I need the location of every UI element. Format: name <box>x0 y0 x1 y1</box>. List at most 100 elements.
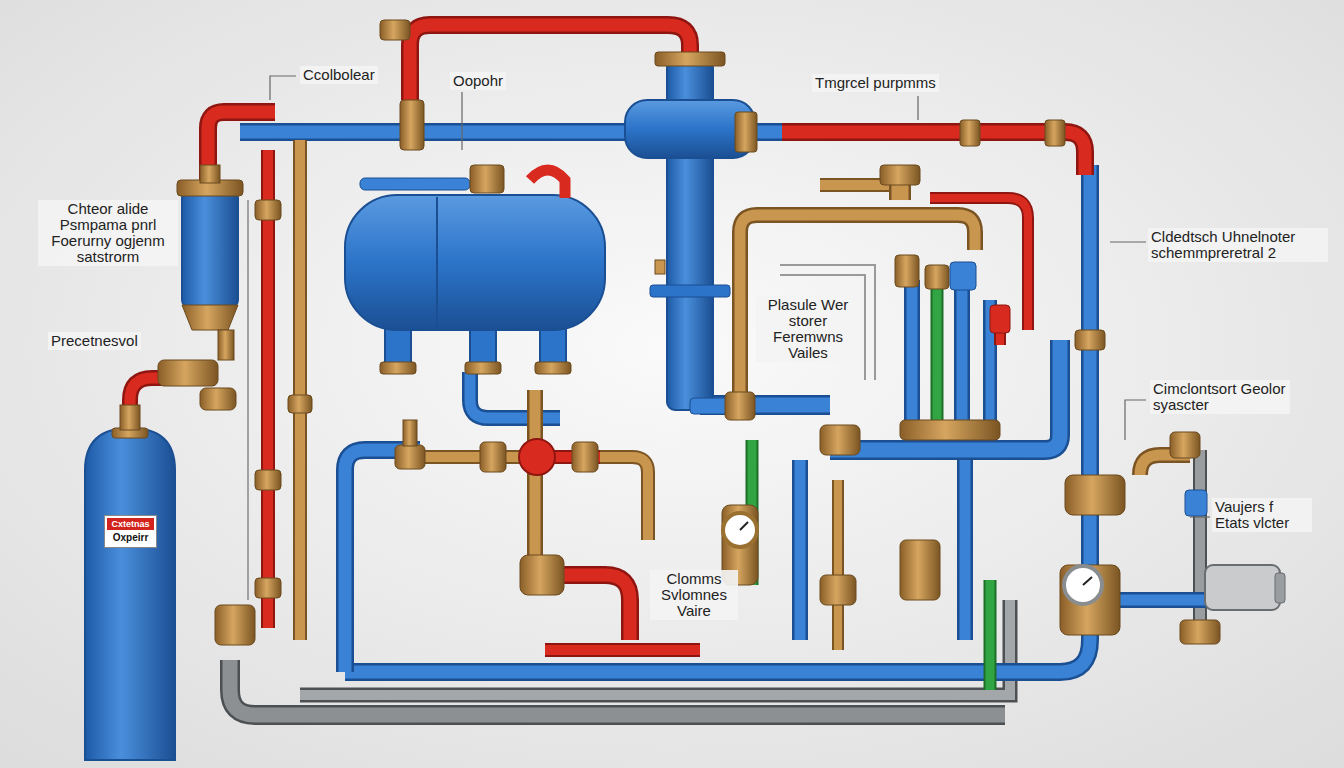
green-pipes <box>752 282 990 690</box>
brass-pipes <box>527 390 543 580</box>
valves-and-fittings <box>380 20 410 40</box>
oxygen-cylinder <box>120 405 140 430</box>
red-pipes <box>782 132 1085 175</box>
valves-and-fittings <box>288 395 312 413</box>
valves-and-fittings <box>1275 573 1285 603</box>
green-pipes <box>933 282 942 430</box>
storage-tank <box>465 362 501 374</box>
green-pipes <box>986 580 995 690</box>
valves-and-fittings <box>400 100 424 150</box>
oxygen-cylinder <box>218 330 234 360</box>
storage-tank <box>360 178 470 190</box>
leader-lines <box>270 76 296 100</box>
brass-pipes <box>293 140 307 640</box>
valves-and-fittings <box>403 420 417 446</box>
blue-pipes <box>345 165 1090 672</box>
part-label: Cimclontsort Geolor syascter <box>1150 380 1290 414</box>
leader-lines <box>461 92 462 150</box>
blue-pipes <box>904 280 920 440</box>
valves-and-fittings <box>572 442 598 472</box>
part-label: Vaujers f Etats vlcter <box>1212 498 1312 532</box>
valves-and-fittings <box>723 513 757 547</box>
red-pipes <box>930 198 1028 330</box>
red-pipes <box>261 150 275 628</box>
brass-pipes <box>530 390 541 580</box>
leader-lines <box>1190 516 1210 517</box>
filter-housing <box>247 200 249 600</box>
storage-tank <box>530 170 565 198</box>
valves-and-fittings <box>255 578 281 598</box>
red-pipes <box>410 25 690 100</box>
blue-pipes <box>795 460 806 640</box>
leader-lines <box>1110 241 1146 242</box>
valves-and-fittings <box>1205 565 1280 610</box>
red-pipes <box>263 150 273 628</box>
brass-pipes <box>600 457 648 540</box>
blue-pipes <box>954 285 970 440</box>
brass-pipes <box>600 457 648 540</box>
brass-pipes <box>740 215 975 400</box>
filter-housing <box>200 165 220 183</box>
oxygen-cylinder <box>200 388 236 410</box>
blue-pipes <box>957 285 968 440</box>
leader-lines <box>917 96 918 120</box>
blue-pipes <box>907 280 918 440</box>
green-pipes <box>984 580 997 690</box>
sticker-text: Oxpeirr <box>107 530 154 545</box>
storage-tank <box>436 197 438 328</box>
valves-and-fittings <box>1185 490 1207 516</box>
part-label: Oopohr <box>450 72 506 90</box>
valves-and-fittings <box>740 522 748 530</box>
valves-and-fittings <box>395 445 425 469</box>
red-pipes <box>782 132 1085 175</box>
red-pipes <box>410 25 690 100</box>
red-pipes <box>545 645 700 655</box>
valves-and-fittings <box>725 392 755 420</box>
blue-pipes <box>345 450 420 672</box>
part-label: Precetnesvol <box>48 332 141 350</box>
valves-and-fittings <box>900 540 940 600</box>
brass-pipes <box>832 480 844 650</box>
valves-and-fittings <box>880 165 920 185</box>
valves-and-fittings <box>1060 565 1120 635</box>
part-label: Plasule Wer storer Feremwns Vailes <box>756 296 860 362</box>
red-pipes <box>930 198 1028 330</box>
valves-and-fittings <box>1045 120 1065 146</box>
blue-pipes <box>830 340 1060 450</box>
valves-and-fittings <box>1083 577 1092 585</box>
valves-and-fittings <box>520 555 564 595</box>
valves-and-fittings <box>895 255 919 287</box>
storage-tank <box>380 362 416 374</box>
brass-pipes <box>300 140 1190 650</box>
valves-and-fittings <box>820 425 860 455</box>
valves-and-fittings <box>480 442 506 472</box>
valves-and-fittings <box>900 420 1000 440</box>
part-label: Clomms Svlomnes Vaire <box>650 570 738 620</box>
part-label: Chteor alide Psmpama pnrl Foerurny ogjen… <box>38 200 178 266</box>
valves-and-fittings <box>215 605 255 645</box>
central-column <box>655 52 725 66</box>
storage-tank <box>345 165 605 374</box>
valves-and-fittings <box>1064 566 1102 604</box>
valves-and-fittings <box>960 120 980 146</box>
blue-pipes <box>470 372 560 418</box>
filter-housing <box>182 190 238 308</box>
valves-and-fittings <box>1170 432 1200 458</box>
sticker-heading: Cxtetnas <box>107 518 154 530</box>
valves-and-fittings <box>950 262 976 290</box>
cylinder-sticker: CxtetnasOxpeirr <box>104 515 157 548</box>
red-pipes <box>130 25 1085 650</box>
storage-tank <box>470 165 504 193</box>
oxygen-cylinder <box>158 360 218 386</box>
blue-pipes <box>240 132 1210 672</box>
central-column <box>650 285 730 297</box>
blue-pipes <box>960 460 971 640</box>
storage-tank <box>535 362 571 374</box>
red-pipes <box>545 643 700 657</box>
blue-pipes <box>345 450 420 672</box>
storage-tank <box>345 195 605 330</box>
central-column <box>735 112 757 152</box>
